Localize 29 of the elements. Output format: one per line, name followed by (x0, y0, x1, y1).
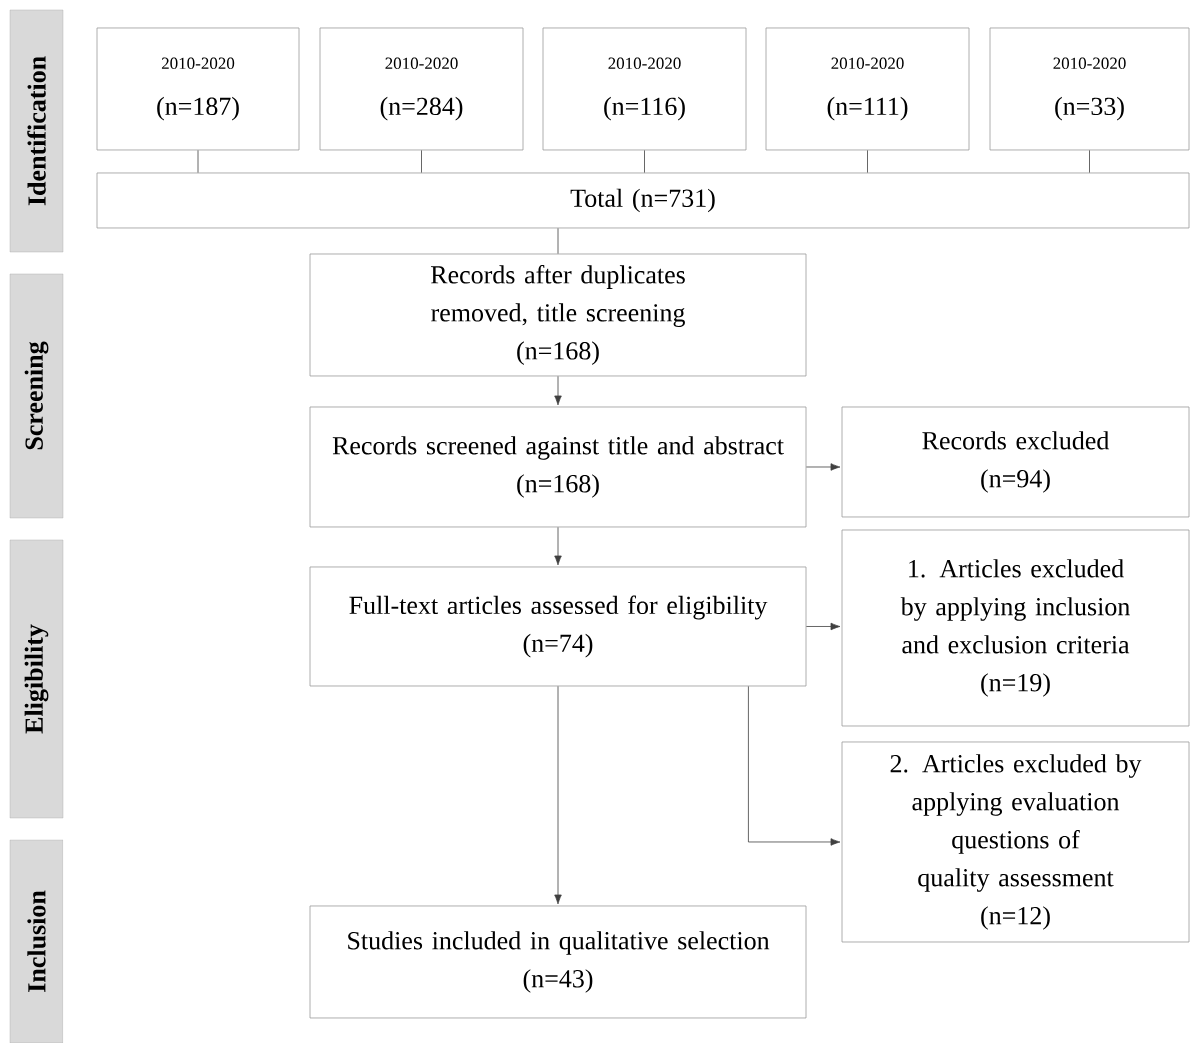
arrow (554, 376, 562, 406)
process-box: Studies included in qualitative selection (n=43) (309, 905, 807, 1019)
stage-band: Screening (9, 273, 64, 519)
connector-line (644, 150, 645, 173)
arrow (806, 463, 841, 471)
arrow (554, 686, 562, 905)
process-box: Full-text articles assessed for eligibility (n=74) (309, 566, 807, 687)
process-box: Records after duplicates removed, title screening (n=168) (309, 253, 807, 377)
arrow (748, 686, 841, 846)
stage-band: Identification (9, 9, 64, 253)
arrow (554, 527, 562, 566)
stage-band: Eligibility (9, 539, 64, 819)
exclusion-box: Records excluded (n=94) (841, 406, 1190, 518)
database-box: 2010-2020 (n=284) (319, 27, 524, 151)
total-box: Total (n=731) (96, 172, 1190, 229)
process-box: Records screened against title and abstract (n=168) (309, 406, 807, 528)
connector-line (197, 150, 199, 173)
stage-band: Inclusion (9, 839, 64, 1043)
connector-line (421, 150, 422, 173)
connector-line (867, 150, 868, 173)
arrow (806, 622, 841, 631)
exclusion-box: 1. Articles excluded by applying inclusion and exclusion criteria (n=19) (841, 529, 1190, 727)
database-box: 2010-2020 (n=33) (989, 27, 1190, 151)
database-box: 2010-2020 (n=187) (96, 27, 300, 151)
connector-line (1089, 150, 1090, 173)
connector-line (557, 228, 559, 254)
database-box: 2010-2020 (n=116) (542, 27, 747, 151)
exclusion-box: 2. Articles excluded by applying evaluation questions of quality assessment (n=12) (841, 741, 1190, 943)
database-box: 2010-2020 (n=111) (765, 27, 970, 151)
